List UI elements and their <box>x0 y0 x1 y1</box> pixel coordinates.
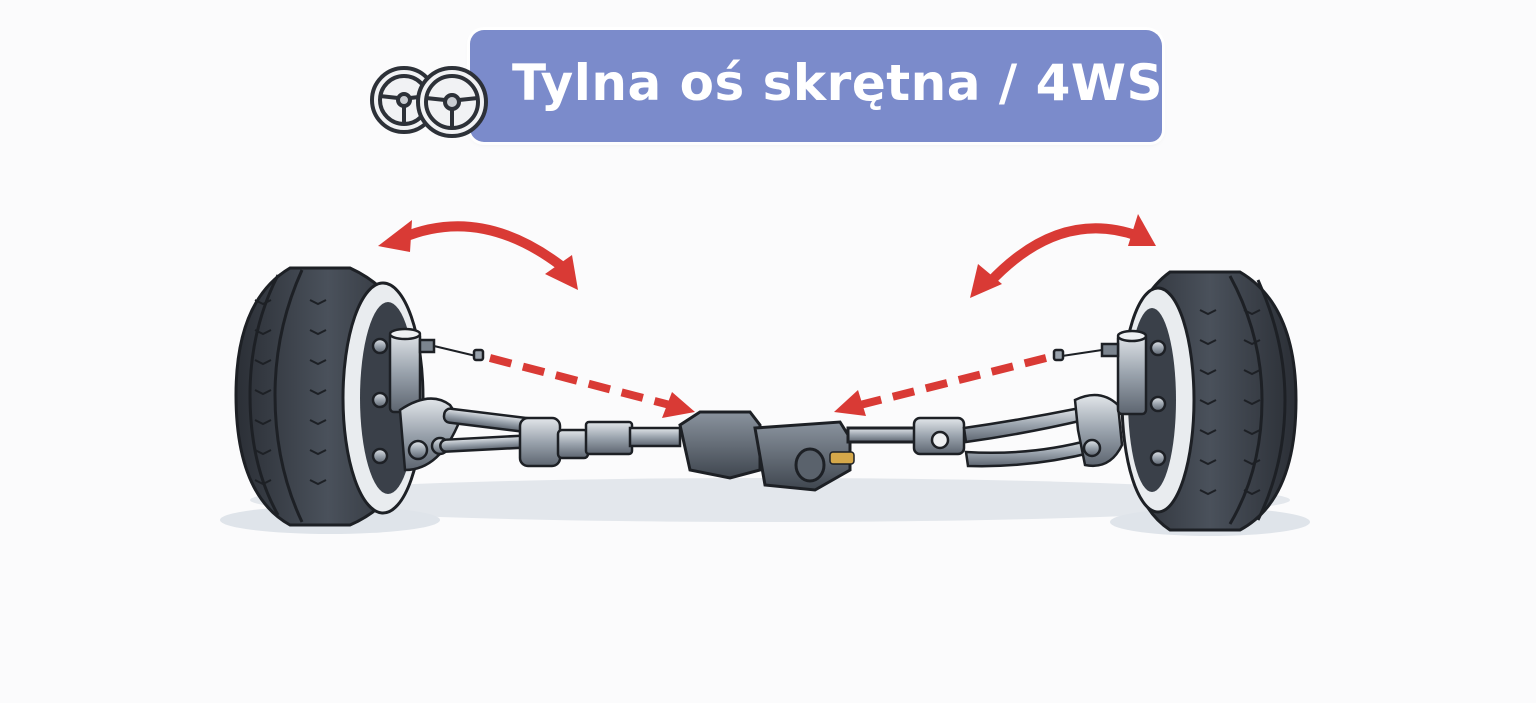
right-tie-rod <box>912 406 1096 468</box>
ground-shadow <box>250 478 1290 522</box>
right-wheel-turn-arrow <box>970 214 1156 298</box>
central-steering-actuator <box>678 410 920 492</box>
left-wheel-turn-arrow <box>378 220 578 290</box>
right-steering-actuator <box>1052 329 1167 468</box>
left-tie-rod <box>439 407 682 468</box>
title-text: Tylna oś skrętna / 4WS <box>512 54 1164 112</box>
steering-wheels-icon <box>370 66 488 138</box>
right-signal-arrow <box>834 354 1047 416</box>
right-wheel <box>1120 270 1298 532</box>
title-banner <box>470 30 1162 142</box>
left-signal-arrow <box>488 354 695 418</box>
